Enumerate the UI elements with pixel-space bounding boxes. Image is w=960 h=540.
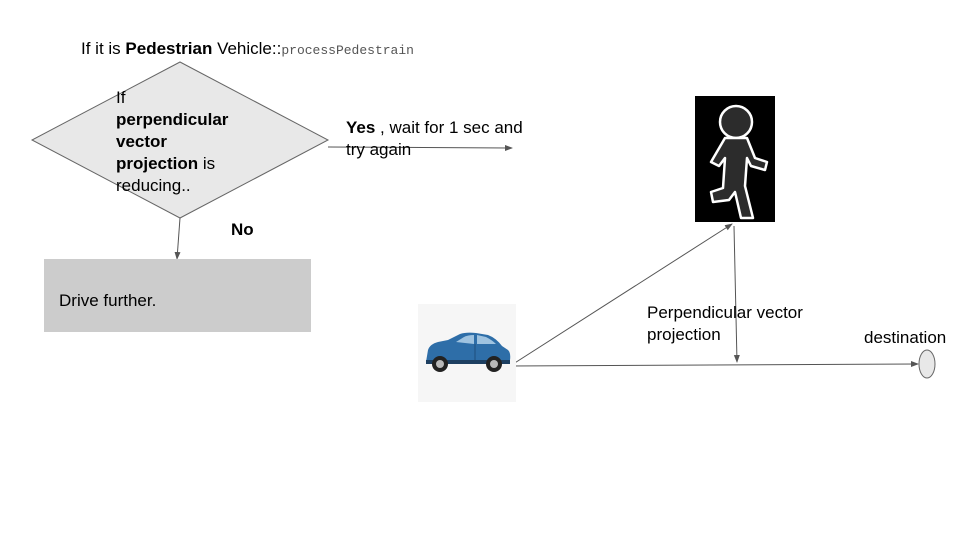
title-prefix: If it is [81, 39, 126, 58]
action-box-label: Drive further. [59, 291, 157, 310]
car-to-destination-arrow [509, 361, 919, 368]
title-middle: Vehicle:: [212, 39, 282, 58]
no-arrow [174, 217, 181, 260]
projection-label-line-1: Perpendicular vector [647, 303, 803, 322]
decision-line-2: perpendicular [116, 110, 229, 129]
car-to-pedestrian-arrow [509, 223, 733, 367]
projection-label-line-2: projection [647, 325, 721, 344]
decision-line-4: projection is [116, 154, 216, 173]
yes-rest: , wait for 1 sec and [375, 118, 523, 137]
car-icon [426, 332, 511, 372]
action-box: Drive further. [44, 259, 311, 332]
projection-label: Perpendicular vector projection [647, 302, 803, 346]
pedestrian-icon [709, 104, 769, 220]
decision-line-3: vector [116, 132, 168, 151]
decision-text: If perpendicular vector projection is re… [116, 87, 228, 197]
vehicle-image [418, 304, 516, 402]
yes-line-2: try again [346, 140, 412, 159]
decision-line-1: If [116, 88, 126, 107]
destination-node [918, 349, 936, 379]
yes-bold: Yes [346, 118, 376, 137]
decision-line-5: reducing.. [116, 176, 191, 195]
destination-label: destination [864, 328, 947, 347]
title-code: processPedestrain [281, 43, 414, 58]
title-bold: Pedestrian [125, 39, 213, 58]
yes-arrow [327, 144, 513, 151]
projection-arrow [733, 225, 740, 363]
yes-label: Yes , wait for 1 sec and try again [346, 117, 523, 161]
no-label: No [231, 220, 254, 239]
pedestrian-image [695, 96, 775, 222]
diagram-title: If it is Pedestrian Vehicle::processPede… [81, 38, 414, 62]
